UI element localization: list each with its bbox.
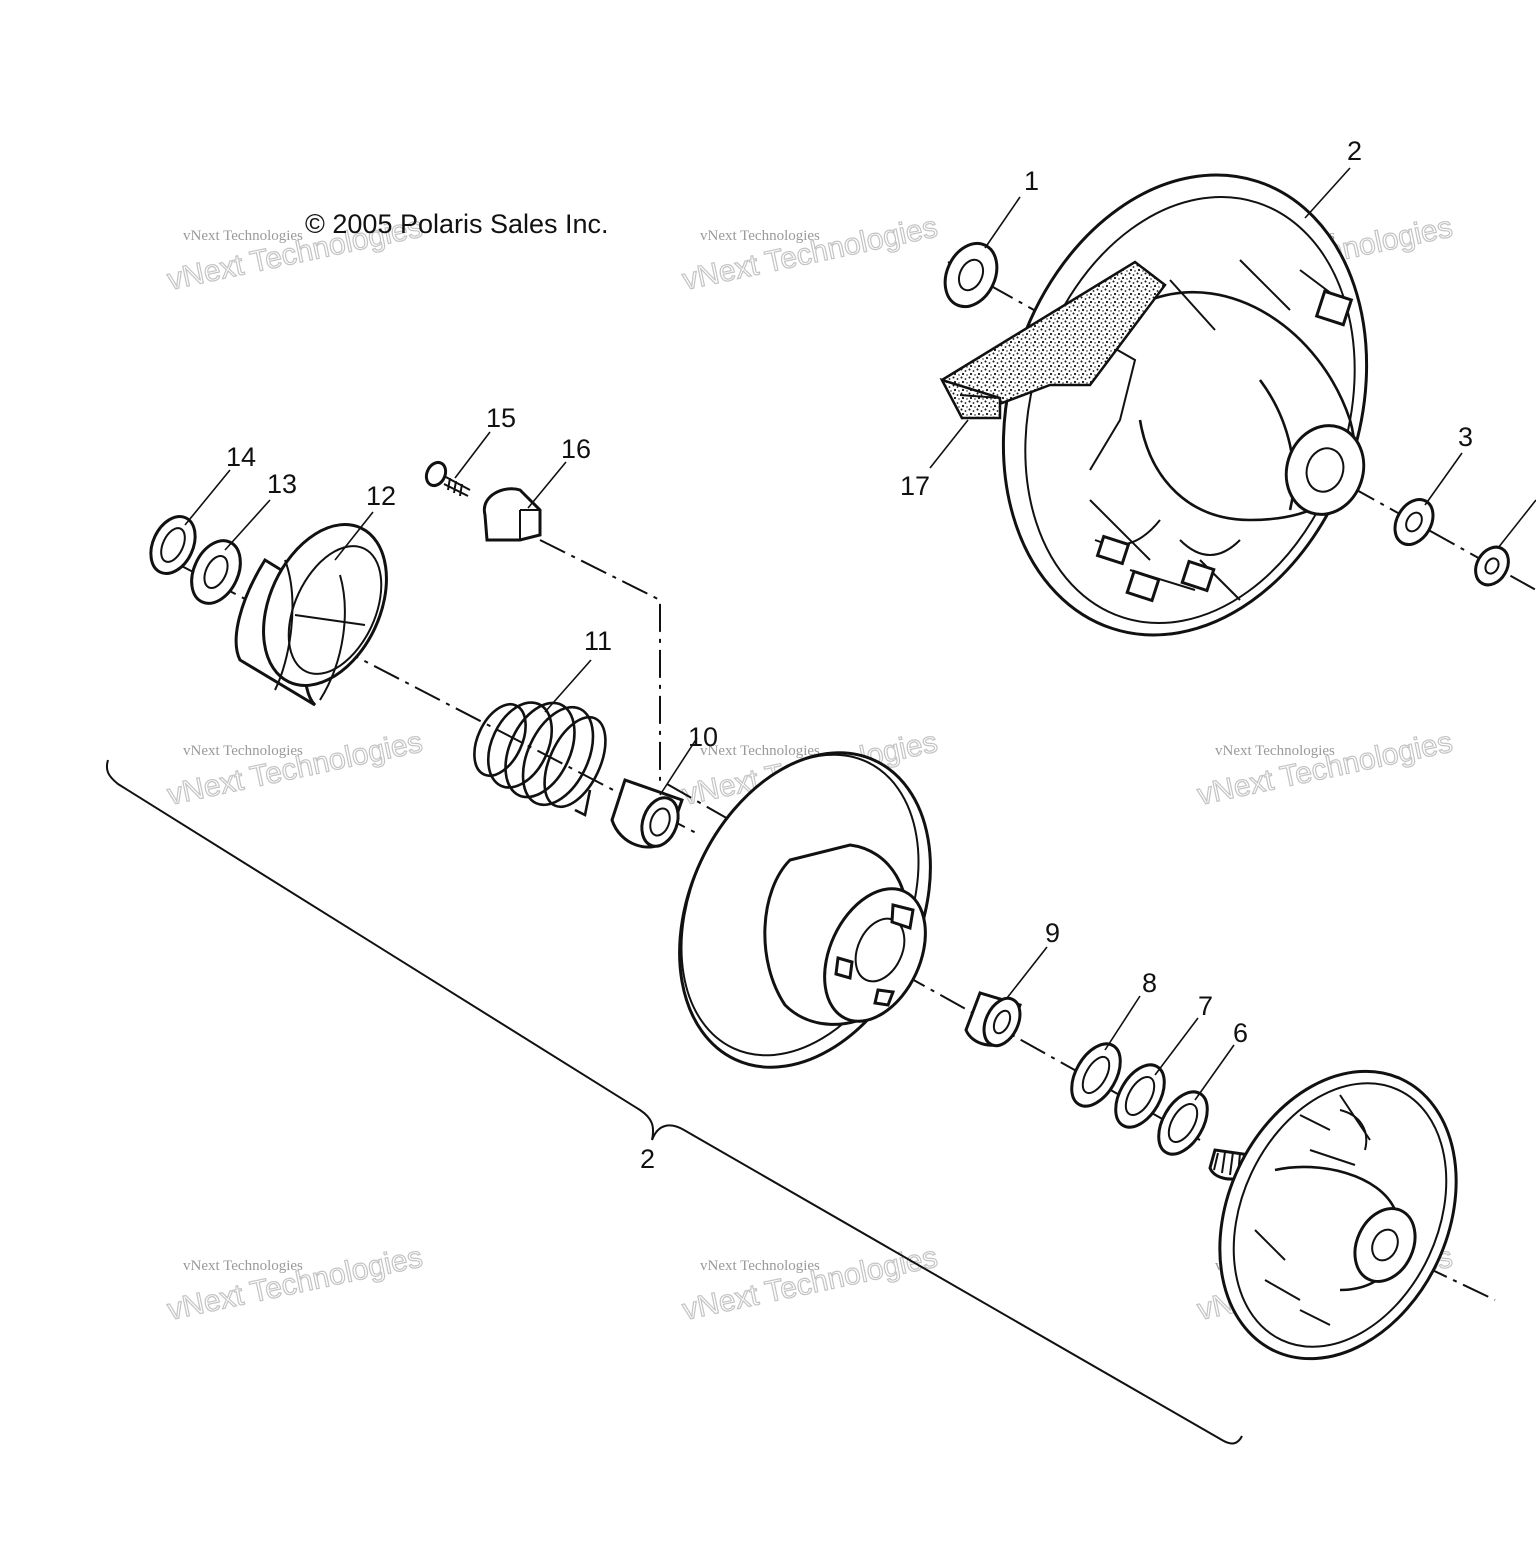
callout-10: 10: [688, 722, 718, 752]
part-2-clutch-sheave-top: [1001, 173, 1369, 637]
watermark-text: vNext Technologies: [183, 743, 303, 759]
callout-7: 7: [1198, 991, 1213, 1021]
part-2-driven-sheave: [678, 751, 932, 1069]
watermark-brand: vNext Technologies: [1195, 726, 1456, 812]
callout-12: 12: [366, 481, 396, 511]
callout-17: 17: [900, 471, 930, 501]
part-driven-clutch-assembly: [1208, 1069, 1458, 1361]
watermark-brand: vNext Technologies: [165, 1241, 426, 1327]
part-10-bushing: [610, 778, 684, 849]
part-17-drive-belt: [939, 260, 1167, 420]
watermark-brand: vNext Technologies: [680, 211, 941, 297]
part-12-helix: [234, 523, 388, 707]
part-1-washer: [943, 241, 999, 309]
callout-6: 6: [1233, 1018, 1248, 1048]
watermark-text: vNext Technologies: [183, 228, 303, 244]
watermark-text: vNext Technologies: [1215, 743, 1335, 759]
part-nut-right-edge: [1474, 545, 1510, 587]
copyright-notice: © 2005 Polaris Sales Inc.: [305, 209, 609, 239]
watermark-brand: vNext Technologies: [165, 726, 426, 812]
callout-13: 13: [267, 469, 297, 499]
callout-labels: 1 2 3 17 14 13 12 15 16 11 10 9 8 7 6 2: [226, 136, 1473, 1174]
part-11-spring: [473, 701, 607, 817]
watermark-brand: vNext Technologies: [680, 1241, 941, 1327]
part-7-washer: [1114, 1063, 1166, 1129]
part-16-roller: [482, 487, 542, 542]
callout-14: 14: [226, 442, 256, 472]
part-9-bushing: [964, 991, 1022, 1048]
leader-lines: [184, 167, 1536, 1101]
assembly-bracket: [105, 759, 1243, 1445]
watermark-text: vNext Technologies: [700, 228, 820, 244]
watermark-text: vNext Technologies: [700, 1258, 820, 1274]
watermark-text: vNext Technologies: [700, 743, 820, 759]
callout-2-bracket: 2: [640, 1144, 655, 1174]
callout-11: 11: [584, 626, 612, 656]
part-15-screw: [424, 460, 471, 497]
callout-8: 8: [1142, 968, 1157, 998]
watermark-text: vNext Technologies: [183, 1258, 303, 1274]
callout-9: 9: [1045, 918, 1060, 948]
callout-16: 16: [561, 434, 591, 464]
callout-3: 3: [1458, 422, 1473, 452]
part-3-washer: [1393, 498, 1435, 546]
part-8-washer: [1070, 1042, 1122, 1108]
callout-15: 15: [486, 403, 516, 433]
part-14-snap-ring: [149, 515, 197, 575]
callout-1: 1: [1024, 166, 1039, 196]
callout-2-top: 2: [1347, 136, 1362, 166]
part-13-washer: [190, 539, 242, 605]
